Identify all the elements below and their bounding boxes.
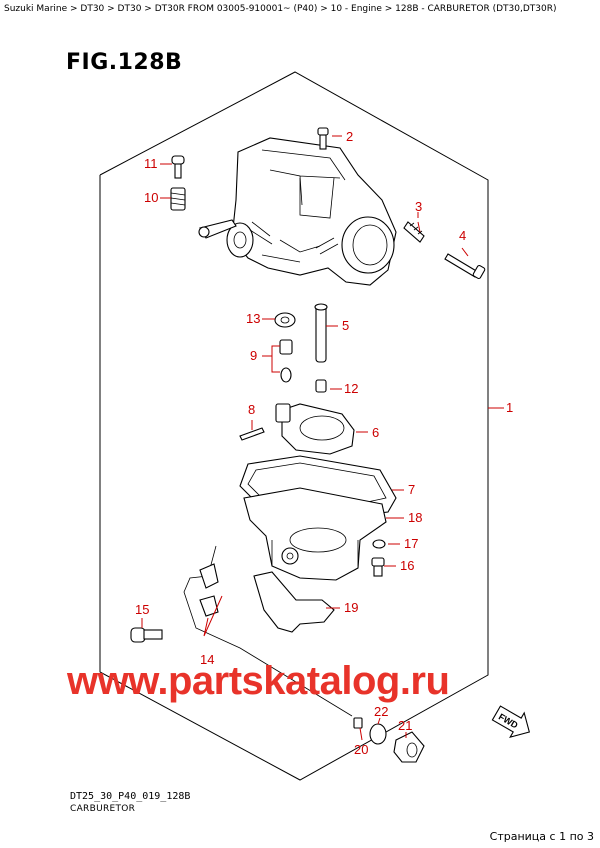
callout-4: 4: [459, 228, 466, 243]
part-12-jet: [315, 379, 327, 393]
figure-title: FIG.128B: [66, 50, 183, 75]
callout-9: 9: [250, 348, 257, 363]
part-18-float-chamber: [243, 487, 387, 581]
callout-21: 21: [398, 718, 412, 733]
document-caption: CARBURETOR: [70, 804, 136, 814]
part-19-bracket: [253, 571, 335, 633]
part-17-washer: [372, 539, 386, 549]
part-6-float: [275, 403, 355, 455]
callout-3: 3: [415, 199, 422, 214]
part-2-screw: [317, 127, 329, 150]
part-5-nozzle: [314, 303, 328, 363]
part-22-grommet: [369, 723, 387, 745]
callout-15: 15: [135, 602, 149, 617]
part-8-pin: [239, 427, 265, 441]
callout-7: 7: [408, 482, 415, 497]
carburetor-body: [226, 137, 397, 286]
assembly-frame: [99, 71, 489, 781]
callout-6: 6: [372, 425, 379, 440]
leader-lines: [141, 135, 504, 741]
part-13-washer: [274, 312, 296, 328]
callout-16: 16: [400, 558, 414, 573]
part-3-spring: [403, 221, 425, 243]
fwd-arrow-icon: FWD: [491, 705, 530, 738]
part-20-nut: [353, 717, 363, 729]
callout-13: 13: [246, 311, 260, 326]
part-15-screw: [130, 627, 163, 643]
part-11-screw: [171, 155, 185, 179]
callout-18: 18: [408, 510, 422, 525]
callout-20: 20: [354, 742, 368, 757]
callout-11: 11: [144, 156, 158, 171]
part-21-knob: [393, 731, 425, 763]
callout-17: 17: [404, 536, 418, 551]
watermark-link[interactable]: www.partskatalog.ru: [67, 659, 450, 703]
part-9-jet: [279, 339, 293, 383]
callout-12: 12: [344, 381, 358, 396]
callout-labels: 1 2 3 4 5 6 7 8 9 10 11 12 13 14 15 16 1…: [135, 129, 513, 757]
callout-22: 22: [374, 704, 388, 719]
part-16-screw: [371, 557, 385, 577]
breadcrumb[interactable]: Suzuki Marine > DT30 > DT30 > DT30R FROM…: [4, 4, 557, 14]
part-10-spring: [170, 187, 186, 211]
page-indicator: Страница с 1 по 3: [489, 830, 594, 843]
callout-14: 14: [200, 652, 214, 667]
callout-10: 10: [144, 190, 158, 205]
part-14-rod: [183, 545, 353, 717]
callout-8: 8: [248, 402, 255, 417]
callout-5: 5: [342, 318, 349, 333]
part-4-screw: [444, 253, 486, 280]
callout-1: 1: [506, 400, 513, 415]
callout-19: 19: [344, 600, 358, 615]
document-code: DT25_30_P40_019_128B: [70, 791, 191, 802]
callout-2: 2: [346, 129, 353, 144]
